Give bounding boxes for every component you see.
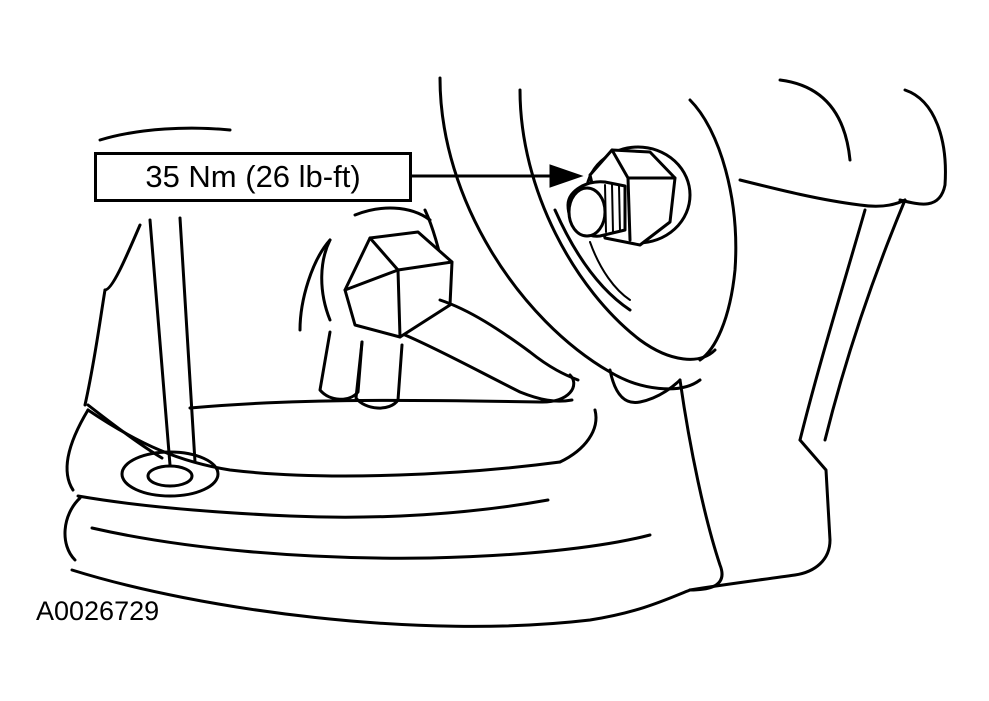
target-hex-bolt xyxy=(566,145,692,247)
pulley-boss xyxy=(438,76,738,405)
torque-spec-label: 35 Nm (26 lb-ft) xyxy=(145,159,361,194)
tube-with-ring xyxy=(83,216,220,498)
callout-leader-arrow xyxy=(410,164,584,188)
figure-id-label: A0026729 xyxy=(36,596,160,626)
left-hex-bolt xyxy=(298,206,580,410)
housing-outline xyxy=(63,126,692,628)
torque-callout-box: 35 Nm (26 lb-ft) xyxy=(94,152,412,202)
right-bracket xyxy=(678,78,947,592)
